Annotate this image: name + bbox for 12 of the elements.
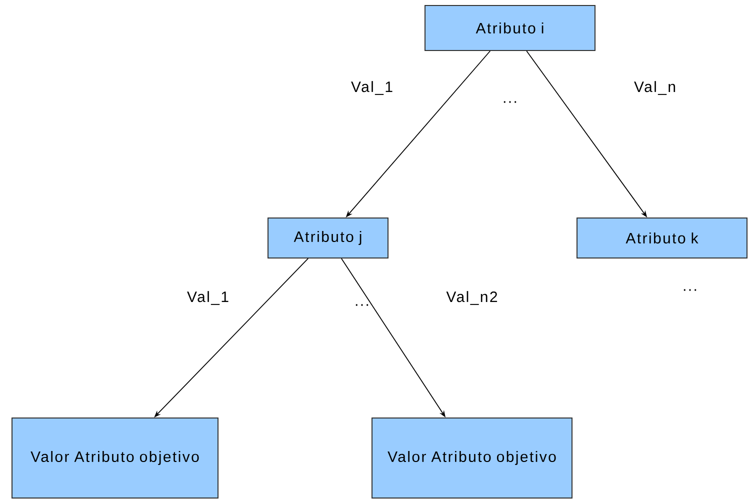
ellipsis-label: ... <box>504 101 516 103</box>
attribute-box: Valor Atributo objetivo <box>12 418 218 498</box>
attribute-box: Atributo i <box>424 5 596 51</box>
edge-label: Val_n <box>634 81 676 95</box>
edge-label: Val_1 <box>351 81 392 95</box>
ellipsis-label: ... <box>356 304 368 306</box>
edge-label: Val_n2 <box>446 291 498 305</box>
attribute-box: Valor Atributo objetivo <box>372 418 572 498</box>
edge-label: Val_1 <box>187 291 228 305</box>
attribute-box: Atributo j <box>268 218 388 258</box>
attribute-box: Atributo k <box>576 218 748 258</box>
ellipsis-label: ... <box>684 289 696 291</box>
